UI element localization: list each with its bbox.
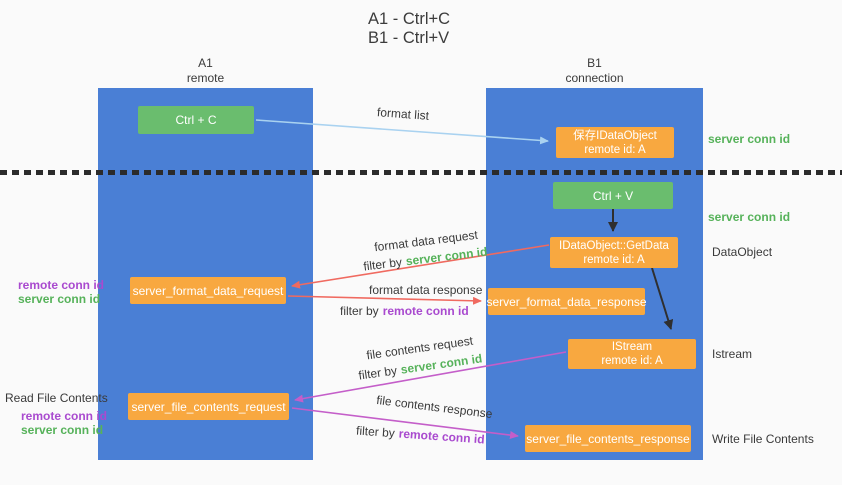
ctrl-v-label: Ctrl + V: [592, 188, 634, 203]
server-format-data-request-box: server_format_data_request: [130, 277, 286, 304]
column-header-b1: B1 connection: [486, 56, 703, 86]
title-line-2: B1 - Ctrl+V: [368, 29, 450, 47]
column-header-a1: A1 remote: [98, 56, 313, 86]
remote-conn-id-text: remote conn id: [398, 426, 486, 447]
ctrl-c-box: Ctrl + C: [138, 106, 254, 134]
format-list-label: format list: [376, 105, 430, 123]
write-file-contents-label: Write File Contents: [712, 432, 814, 446]
filter-by-text: filter by: [340, 304, 379, 318]
server-file-contents-response-label: server_file_contents_response: [526, 431, 690, 446]
dotted-divider-line: [0, 170, 842, 175]
remote-conn-id-left-label-1: remote conn id: [18, 278, 105, 292]
server-file-contents-request-label: server_file_contents_request: [131, 399, 286, 414]
remote-conn-id-text: remote conn id: [382, 304, 469, 318]
title-line-1: A1 - Ctrl+C: [368, 10, 451, 28]
server-conn-id-right-label-1: server conn id: [708, 132, 791, 146]
column-b1-subtitle: connection: [565, 71, 624, 85]
column-a1-subtitle: remote: [186, 71, 225, 85]
column-a1-name: A1: [198, 56, 213, 70]
read-file-contents-label: Read File Contents: [5, 391, 108, 405]
server-conn-id-left-label-1: server conn id: [18, 292, 101, 306]
server-file-contents-response-box: server_file_contents_response: [525, 425, 691, 452]
server-file-contents-request-box: server_file_contents_request: [128, 393, 289, 420]
server-conn-id-right-label-2: server conn id: [708, 210, 791, 224]
filter-by-text: filter by: [357, 363, 398, 383]
save-dataobject-line1: 保存IDataObject: [573, 129, 657, 142]
server-format-data-response-label: server_format_data_response: [486, 294, 647, 309]
format-data-response-label: format data response: [369, 283, 483, 297]
getdata-line1: IDataObject::GetData: [559, 239, 669, 252]
save-dataobject-line2: remote id: A: [584, 143, 646, 156]
istream-box: IStream remote id: A: [568, 339, 696, 369]
server-conn-id-left-label-2: server conn id: [21, 423, 104, 437]
ctrl-v-box: Ctrl + V: [553, 182, 673, 209]
istream-side-label: Istream: [712, 347, 753, 361]
save-dataobject-box: 保存IDataObject remote id: A: [556, 127, 674, 158]
remote-conn-id-left-label-2: remote conn id: [21, 409, 108, 423]
file-contents-response-label: file contents response: [375, 392, 494, 422]
istream-line1: IStream: [611, 341, 653, 353]
getdata-box: IDataObject::GetData remote id: A: [550, 237, 678, 268]
getdata-line2: remote id: A: [583, 253, 645, 266]
column-b1-name: B1: [587, 56, 602, 70]
istream-line2: remote id: A: [601, 355, 663, 367]
filter-by-text: filter by: [362, 254, 403, 274]
dataobject-side-label: DataObject: [712, 245, 773, 259]
server-format-data-response-box: server_format_data_response: [486, 288, 647, 315]
ctrl-c-label: Ctrl + C: [175, 113, 217, 127]
filter-by-text: filter by: [355, 423, 396, 441]
diagram-title: A1 - Ctrl+C B1 - Ctrl+V: [368, 10, 450, 48]
server-format-data-request-label: server_format_data_request: [132, 283, 284, 298]
